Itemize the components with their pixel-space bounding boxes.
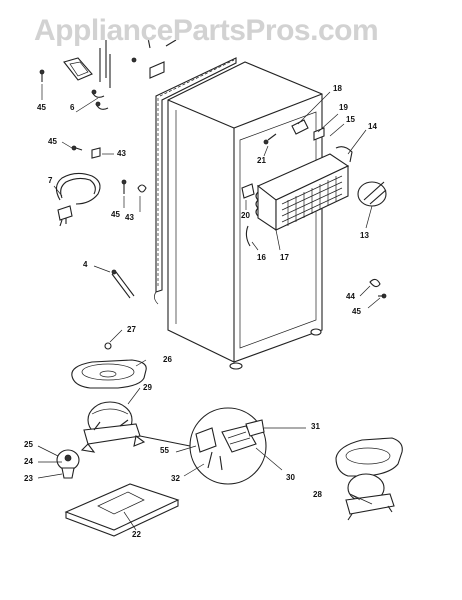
part-label-17: 17 <box>280 253 289 262</box>
part-label-55: 55 <box>160 446 169 455</box>
part-label-45: 45 <box>111 210 120 219</box>
part-label-20: 20 <box>241 211 250 220</box>
part-label-32: 32 <box>171 474 180 483</box>
evaporator-coil <box>255 146 353 232</box>
part-label-15: 15 <box>346 115 355 124</box>
door-gasket <box>154 57 237 305</box>
part-label-45: 45 <box>37 103 46 112</box>
part-label-13: 13 <box>360 231 369 240</box>
refrigerator-cabinet <box>167 61 323 370</box>
compressor-assembly <box>56 359 180 537</box>
part-label-4: 4 <box>83 260 88 269</box>
part-label-18: 18 <box>333 84 342 93</box>
part-label-31: 31 <box>311 422 320 431</box>
part-label-27: 27 <box>127 325 136 334</box>
part-label-28: 28 <box>313 490 322 499</box>
part-label-25: 25 <box>24 440 33 449</box>
part-label-26: 26 <box>163 355 172 364</box>
part-label-7: 7 <box>48 176 53 185</box>
part-label-43: 43 <box>117 149 126 158</box>
part-label-19: 19 <box>339 103 348 112</box>
relay-detail-callout <box>139 407 267 485</box>
part-label-30: 30 <box>286 473 295 482</box>
part-label-45: 45 <box>352 307 361 316</box>
part-label-14: 14 <box>368 122 377 131</box>
compressor-assembly-right <box>335 437 403 521</box>
part-label-6: 6 <box>70 103 75 112</box>
part-label-23: 23 <box>24 474 33 483</box>
watermark: AppliancePartsPros.com <box>34 14 379 47</box>
leader-lines <box>37 84 381 531</box>
part-label-21: 21 <box>257 156 266 165</box>
part-label-24: 24 <box>24 457 33 466</box>
part-label-16: 16 <box>257 253 266 262</box>
part-label-22: 22 <box>132 530 141 539</box>
part-label-43: 43 <box>125 213 134 222</box>
part-label-29: 29 <box>143 383 152 392</box>
part-label-45: 45 <box>48 137 57 146</box>
misc-small-parts <box>39 37 387 350</box>
part-label-44: 44 <box>346 292 355 301</box>
